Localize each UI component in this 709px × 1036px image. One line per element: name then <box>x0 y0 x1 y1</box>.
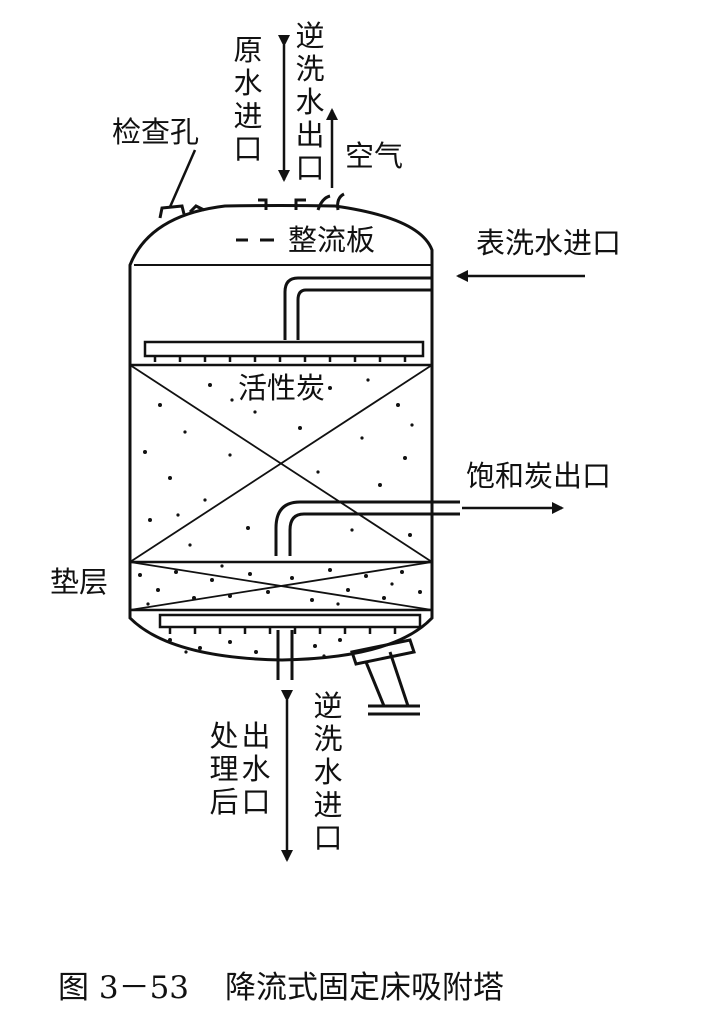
lower-distributor-teeth <box>168 627 397 634</box>
figure-number: 图 3－53 <box>58 970 190 1006</box>
flow-plate-label: 整流板 <box>288 223 376 257</box>
treated-water-outlet-char: 水 <box>241 752 271 786</box>
treated-water-outlet-char: 出 <box>241 719 271 753</box>
treated-water-outlet-char: 理 <box>209 752 239 786</box>
surface-wash-inlet-label: 表洗水进口 <box>476 226 622 260</box>
surface-wash-pipe <box>283 276 432 340</box>
saturated-carbon-outlet-label: 饱和炭出口 <box>466 459 612 493</box>
treated-water-outlet-char: 口 <box>241 785 271 819</box>
bottom-support <box>350 638 420 716</box>
cushion-diagonal-2 <box>129 561 433 611</box>
air-label: 空气 <box>345 139 404 173</box>
raw-water-inlet-label: 原水进口 <box>233 33 263 166</box>
cushion-speckles <box>138 564 422 606</box>
upper-distributor-teeth <box>153 356 407 362</box>
carbon-speckles <box>143 378 414 547</box>
treated-water-outlet-text: 处出理水后口 <box>208 720 272 819</box>
treated-water-outlet-label: 处出理水后口 <box>208 720 272 830</box>
bottom-pipe <box>276 630 294 680</box>
inspection-hole-label: 检查孔 <box>112 115 200 149</box>
inspection-hole-pointer <box>168 149 197 208</box>
activated-carbon-label: 活性炭 <box>238 371 326 405</box>
figure-caption: 图 3－53 降流式固定床吸附塔 <box>58 962 504 1007</box>
upper-distributor <box>143 340 425 358</box>
tower-shell <box>128 204 434 662</box>
air-nozzle <box>316 192 345 211</box>
saturated-carbon-pipe <box>274 500 460 556</box>
treated-water-outlet-char: 后 <box>209 785 239 819</box>
top-nozzle-right <box>294 198 306 210</box>
inspection-hole-fitting <box>158 204 205 219</box>
backwash-water-outlet-label: 逆洗水出口 <box>295 19 325 185</box>
bottom-dome-speckles <box>168 638 342 658</box>
top-nozzle-left <box>258 198 268 210</box>
lower-distributor <box>158 613 422 629</box>
figure-title: 降流式固定床吸附塔 <box>225 970 505 1006</box>
backwash-water-inlet-label: 逆洗水进口 <box>313 689 343 855</box>
cushion-layer-label: 垫层 <box>50 565 109 599</box>
carbon-bed-diagonal-2 <box>129 364 433 563</box>
treated-water-outlet-char: 处 <box>209 719 239 753</box>
